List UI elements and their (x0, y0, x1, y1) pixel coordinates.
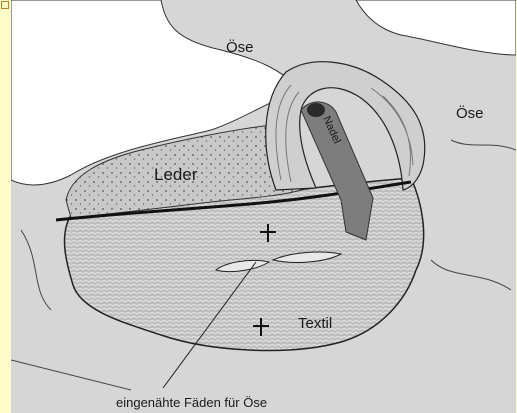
diagram-svg: Öse Öse Leder Nadel Textil eingenähte Fä… (11, 0, 516, 413)
label-textil: Textil (298, 315, 332, 332)
needle-eye (307, 103, 325, 117)
paper-region-top-right (356, 0, 516, 55)
label-oese-top: Öse (226, 38, 254, 56)
corner-marker (1, 1, 9, 9)
label-leder: Leder (154, 165, 198, 184)
label-caption: eingenähte Fäden für Öse (116, 395, 267, 410)
label-oese-right: Öse (456, 104, 484, 122)
diagram-figure: Öse Öse Leder Nadel Textil eingenähte Fä… (11, 0, 516, 413)
